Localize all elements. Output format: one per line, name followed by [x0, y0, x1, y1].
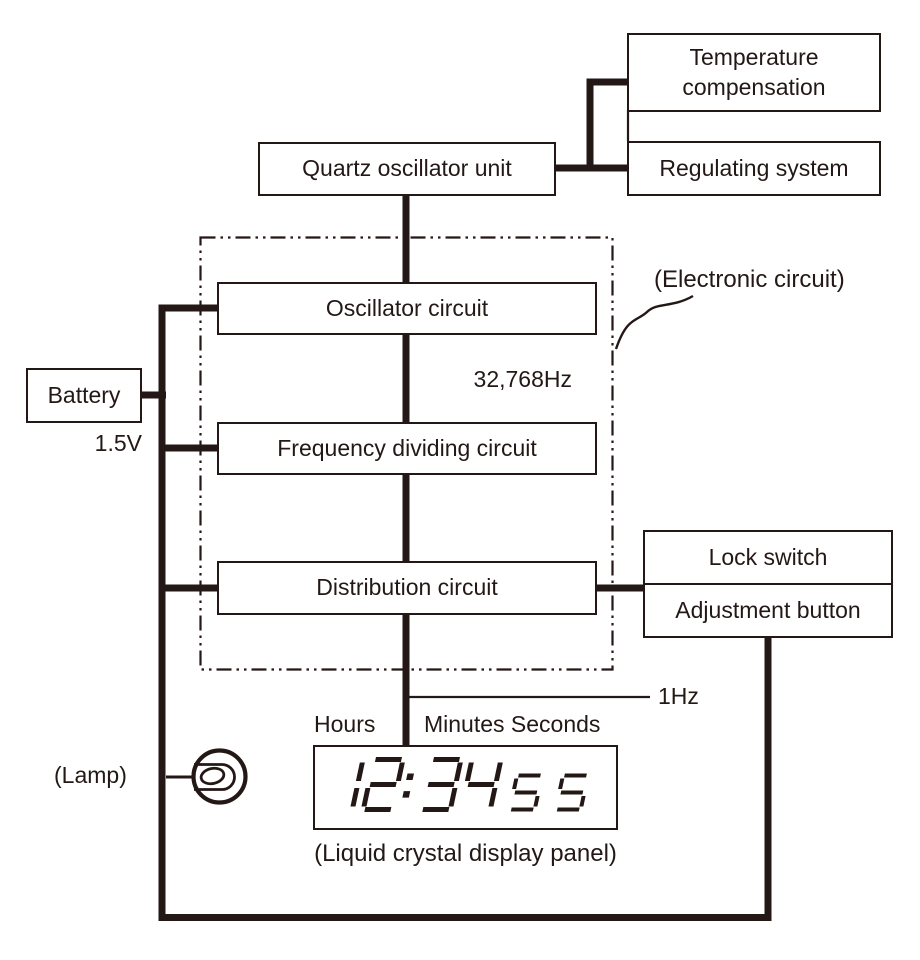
box-battery: Battery: [26, 368, 142, 423]
lcd-panel: [313, 745, 618, 830]
box-adjustment-button: Adjustment button: [643, 583, 893, 638]
minutes-seconds-label: Minutes Seconds: [424, 711, 601, 737]
wire-branch-to-temperature: [586, 78, 627, 170]
lamp-label: (Lamp): [54, 762, 127, 788]
wire-battery-trunk: [158, 304, 772, 921]
oscillator-frequency-label: 32,768Hz: [473, 366, 572, 392]
box-lock-switch: Lock switch: [643, 530, 893, 585]
electronic-circuit-label: (Electronic circuit): [654, 266, 845, 293]
lamp-icon: [166, 748, 248, 805]
box-oscillator-circuit: Oscillator circuit: [217, 282, 597, 335]
box-distribution-circuit: Distribution circuit: [217, 561, 597, 615]
electronic-circuit-leader-line: [614, 294, 694, 350]
box-frequency-dividing-circuit: Frequency dividing circuit: [217, 422, 597, 475]
lcd-display: [350, 757, 587, 812]
box-temperature-compensation: Temperature compensation: [627, 33, 881, 112]
box-regulating-system: Regulating system: [627, 141, 881, 196]
hours-label: Hours: [314, 711, 376, 737]
battery-voltage-label: 1.5V: [94, 430, 142, 456]
lcd-caption: (Liquid crystal display panel): [314, 840, 617, 867]
box-quartz-oscillator-unit: Quartz oscillator unit: [258, 142, 556, 196]
output-frequency-label: 1Hz: [658, 683, 699, 709]
